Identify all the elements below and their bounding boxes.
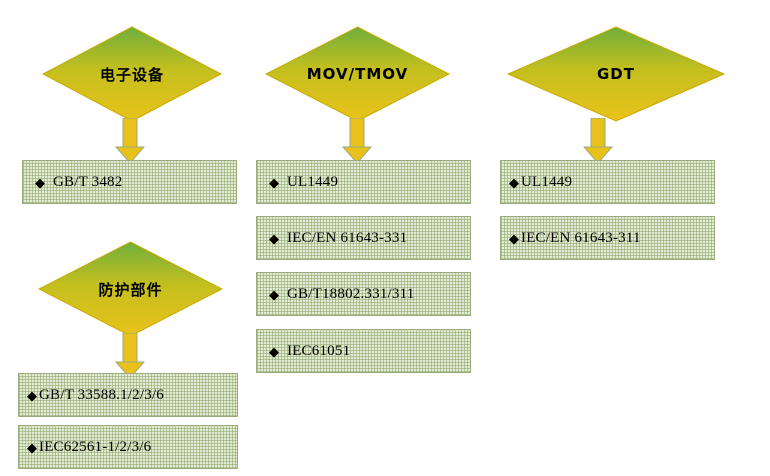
box-label: GB/T18802.331/311 xyxy=(287,285,415,302)
bullet-icon: ◆ xyxy=(269,174,279,190)
box-item-gbt3482[interactable]: ◆ GB/T 3482 xyxy=(22,160,237,204)
bullet-icon: ◆ xyxy=(509,174,519,190)
box-label: UL1449 xyxy=(521,173,573,190)
box-label: IEC62561-1/2/3/6 xyxy=(39,438,152,455)
bullet-icon: ◆ xyxy=(509,230,519,246)
bullet-icon: ◆ xyxy=(269,230,279,246)
diamond-shape-icon xyxy=(38,241,223,337)
diamond-shape-icon xyxy=(507,26,725,122)
box-label: GB/T 33588.1/2/3/6 xyxy=(39,386,164,403)
box-item-gbt33588[interactable]: ◆ GB/T 33588.1/2/3/6 xyxy=(18,373,238,417)
box-item-gbt18802[interactable]: ◆ GB/T18802.331/311 xyxy=(256,272,471,316)
box-item-iec61051[interactable]: ◆ IEC61051 xyxy=(256,329,471,373)
box-label: GB/T 3482 xyxy=(53,173,123,190)
box-item-iec-en-61643-311[interactable]: ◆ IEC/EN 61643-311 xyxy=(500,216,715,260)
diamond-node-gdt[interactable]: GDT xyxy=(507,26,725,122)
box-label: IEC61051 xyxy=(287,342,351,359)
bullet-icon: ◆ xyxy=(35,174,45,190)
box-label: IEC/EN 61643-311 xyxy=(521,229,641,246)
box-item-ul1449-gdt[interactable]: ◆ UL1449 xyxy=(500,160,715,204)
diamond-node-electronic-equipment[interactable]: 电子设备 xyxy=(42,26,222,122)
diamond-node-mov-tmov[interactable]: MOV/TMOV xyxy=(265,26,450,122)
bullet-icon: ◆ xyxy=(269,286,279,302)
diamond-node-protective-component[interactable]: 防护部件 xyxy=(38,241,223,337)
arrow-protective-component xyxy=(112,333,148,379)
arrow-mov-tmov xyxy=(339,118,375,164)
box-item-ul1449-mov[interactable]: ◆ UL1449 xyxy=(256,160,471,204)
box-item-iec62561[interactable]: ◆ IEC62561-1/2/3/6 xyxy=(18,425,238,469)
bullet-icon: ◆ xyxy=(269,343,279,359)
box-label: UL1449 xyxy=(287,173,339,190)
box-label: IEC/EN 61643-331 xyxy=(287,229,408,246)
bullet-icon: ◆ xyxy=(27,439,37,455)
box-item-iec-en-61643-331[interactable]: ◆ IEC/EN 61643-331 xyxy=(256,216,471,260)
arrow-electronic-equipment xyxy=(112,118,148,164)
diamond-shape-icon xyxy=(42,26,222,122)
bullet-icon: ◆ xyxy=(27,387,37,403)
arrow-gdt xyxy=(580,118,616,164)
diamond-shape-icon xyxy=(265,26,450,122)
